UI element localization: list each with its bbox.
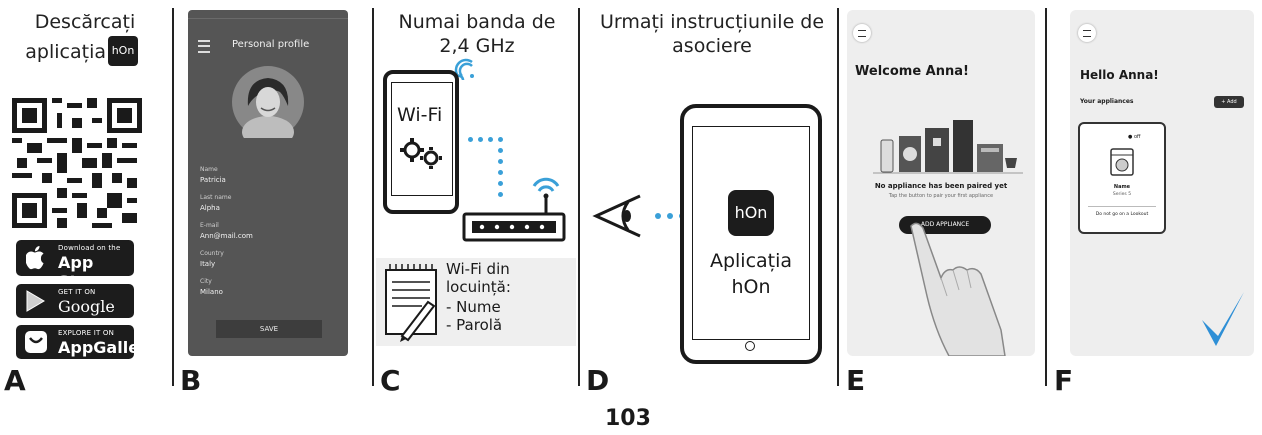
- country-label: Country: [200, 250, 224, 257]
- connection-dot: [488, 137, 493, 142]
- phone-screen: [391, 82, 453, 196]
- google-play-badge[interactable]: GET IT ON Google play: [16, 284, 134, 335]
- no-appliance-message: No appliance has been paired yet: [874, 182, 1008, 190]
- connection-dot: [478, 137, 483, 142]
- phone-wifi-label: Wi-Fi: [397, 104, 443, 126]
- card-appliance-name: Name: [1113, 184, 1131, 190]
- play-icon: [26, 290, 45, 312]
- add-button[interactable]: + Add: [1214, 96, 1244, 108]
- note-item-name: - Nume: [446, 298, 501, 316]
- pointing-hand: [910, 222, 1006, 356]
- appliance-card[interactable]: ● off Name Series 5 Do not go on a Looko…: [1078, 122, 1166, 234]
- app-gallery-small: EXPLORE IT ON: [58, 329, 115, 337]
- home-screen: Hello Anna! Your appliances + Add ● off …: [1070, 10, 1254, 356]
- card-footer: Do not go on a Lookout: [1095, 212, 1149, 217]
- gaze-dot: [667, 213, 673, 219]
- profile-title: Personal profile: [232, 39, 310, 50]
- app-text: aplicația: [25, 41, 106, 63]
- tablet-home-button: [745, 341, 755, 351]
- email-label: E-mail: [200, 222, 219, 229]
- name-value[interactable]: Patricia: [200, 176, 226, 184]
- hon-logo: hOn: [108, 36, 138, 66]
- panel-letter-a: A: [4, 364, 26, 397]
- appliances-section-title: Your appliances: [1080, 98, 1134, 105]
- panel-divider: [578, 8, 580, 386]
- eye-icon: [592, 194, 641, 238]
- welcome-greeting: Welcome Anna!: [855, 64, 969, 79]
- connection-dot: [498, 137, 503, 142]
- panel-letter-b: B: [180, 364, 202, 397]
- pairing-caption: Urmați instrucțiunile de asociere: [599, 11, 825, 57]
- email-value[interactable]: Ann@mail.com: [200, 232, 253, 240]
- appliances-illustration: [873, 120, 1023, 174]
- connection-dot: [498, 159, 503, 164]
- name-label: Name: [200, 166, 218, 173]
- status-bar: [188, 10, 348, 19]
- connection-dot: [468, 137, 473, 142]
- panel-letter-e: E: [846, 364, 866, 397]
- app-gallery-badge[interactable]: EXPLORE IT ON AppGallery: [16, 325, 157, 359]
- connection-dot: [498, 192, 503, 197]
- gaze-dot: [655, 213, 661, 219]
- hello-greeting: Hello Anna!: [1080, 68, 1159, 82]
- add-appliance-label: ADD APPLIANCE: [920, 221, 970, 228]
- connection-dot: [498, 170, 503, 175]
- panel-divider: [837, 8, 839, 386]
- app-label-1: Aplicația: [709, 250, 793, 272]
- hon-app-icon-text: hOn: [734, 203, 768, 222]
- washing-machine-icon: [1110, 148, 1134, 176]
- panel-letter-f: F: [1054, 364, 1074, 397]
- connection-dot: [498, 148, 503, 153]
- app-gallery-name: AppGallery: [58, 338, 158, 357]
- card-status: ● off: [1128, 134, 1141, 140]
- huawei-icon: [25, 331, 47, 353]
- tablet-outline: hOn Aplicația hOn: [680, 104, 822, 364]
- download-text: Descărcați: [34, 11, 136, 33]
- qr-code[interactable]: [12, 98, 142, 228]
- panel-letter-d: D: [586, 364, 610, 397]
- app-label-2: hOn: [731, 276, 771, 298]
- panel-divider: [1045, 8, 1047, 386]
- last-name-label: Last name: [200, 194, 232, 201]
- note-item-password: - Parolă: [446, 316, 503, 334]
- avatar: [232, 66, 304, 138]
- hon-app-icon[interactable]: hOn: [728, 190, 774, 236]
- menu-button[interactable]: [1078, 24, 1096, 42]
- checkmark-icon: [1202, 292, 1244, 346]
- city-label: City: [200, 278, 212, 285]
- panel-letter-c: C: [380, 364, 401, 397]
- card-appliance-series: Series 5: [1112, 192, 1132, 197]
- pairing-hint: Tap the button to pair your first applia…: [888, 193, 994, 199]
- tablet-screen: [692, 126, 810, 340]
- menu-button[interactable]: [853, 24, 871, 42]
- connection-dot: [498, 181, 503, 186]
- page-number: 103: [605, 406, 651, 431]
- menu-icon[interactable]: [198, 40, 210, 53]
- gears-icon: [400, 138, 442, 169]
- notepad-icon: [385, 264, 437, 342]
- profile-screen: Personal profile Name Patricia Last name…: [188, 10, 348, 356]
- apple-icon: [26, 246, 44, 270]
- wifi-credentials-note: Wi-Fi din locuință: - Nume - Parolă: [376, 258, 576, 346]
- band-caption: Numai banda de 2,4 GHz: [398, 11, 556, 57]
- last-name-value[interactable]: Alpha: [200, 204, 220, 212]
- app-store-badge[interactable]: Download on the App Store: [16, 240, 134, 291]
- city-value[interactable]: Milano: [200, 288, 223, 296]
- card-divider: [1088, 206, 1156, 207]
- app-store-small: Download on the: [58, 244, 121, 252]
- router-icon: [462, 177, 566, 242]
- welcome-screen: Welcome Anna! No appliance has been pair…: [847, 10, 1035, 356]
- note-title: Wi-Fi din locuință:: [446, 260, 511, 296]
- google-play-small: GET IT ON: [58, 288, 96, 296]
- save-button-label: SAVE: [259, 325, 279, 333]
- add-button-label: + Add: [1221, 99, 1237, 105]
- country-value[interactable]: Italy: [200, 260, 216, 268]
- phone-outline: Wi-Fi: [383, 70, 459, 214]
- hon-logo-text: hOn: [111, 44, 135, 57]
- panel-divider: [172, 8, 174, 386]
- panel-divider: [372, 8, 374, 386]
- save-button[interactable]: SAVE: [216, 320, 322, 338]
